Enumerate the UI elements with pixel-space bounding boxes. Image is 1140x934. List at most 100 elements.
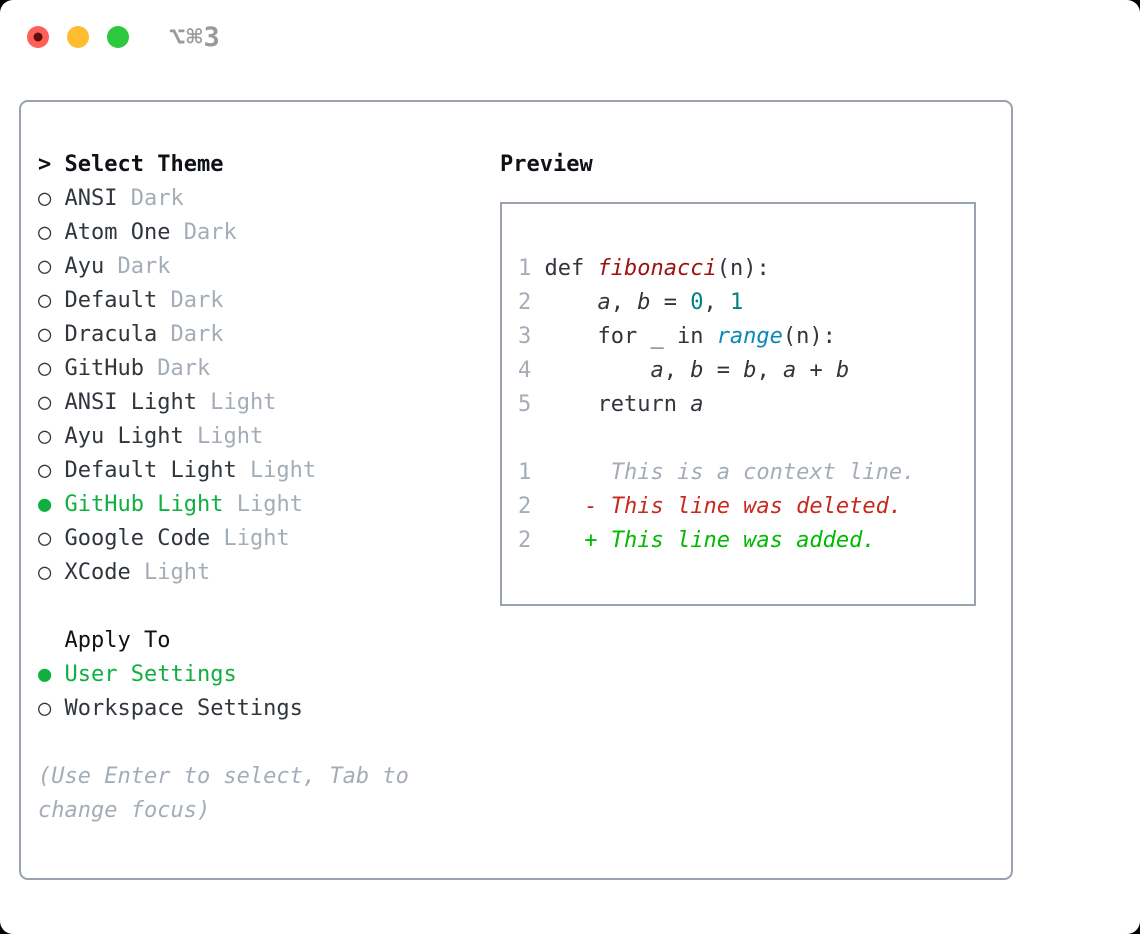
theme-option-label: Default	[64, 288, 158, 313]
code-line: 2 a, b = 0, 1	[518, 286, 956, 320]
theme-option[interactable]: ○ ANSI Dark	[38, 182, 500, 216]
theme-option-label: Dracula	[64, 322, 158, 347]
radio-icon: ○	[38, 356, 52, 381]
unsaved-changes-dot-icon	[33, 32, 43, 42]
help-text-line: change focus)	[38, 798, 211, 823]
help-text-line: (Use Enter to select, Tab to	[38, 764, 409, 789]
diff-text: This is a context line.	[610, 460, 916, 485]
code-line: 5 return a	[518, 388, 956, 422]
code-token: def	[544, 256, 598, 281]
apply-option[interactable]: ○ Workspace Settings	[38, 692, 500, 726]
theme-option[interactable]: ○ Ayu Dark	[38, 250, 500, 284]
prompt-chevron-icon: >	[38, 152, 52, 177]
apply-option[interactable]: ● User Settings	[38, 658, 500, 692]
theme-option-label: Ayu Light	[64, 424, 184, 449]
code-token: b	[637, 290, 651, 315]
zoom-button[interactable]	[107, 26, 129, 48]
theme-option[interactable]: ● GitHub Light Light	[38, 488, 500, 522]
theme-option[interactable]: ○ Dracula Dark	[38, 318, 500, 352]
spacer	[38, 590, 500, 624]
radio-icon: ○	[38, 526, 52, 551]
code-token: =	[703, 358, 744, 383]
theme-option[interactable]: ○ Default Dark	[38, 284, 500, 318]
apply-option-label: Workspace Settings	[64, 696, 303, 721]
theme-option[interactable]: ○ Google Code Light	[38, 522, 500, 556]
code-token: for _ in	[544, 324, 717, 349]
diff-marker: -	[584, 494, 598, 519]
line-number: 2	[518, 494, 532, 519]
theme-variant-tag: Dark	[170, 322, 224, 347]
theme-variant-tag: Dark	[183, 220, 237, 245]
diff-block: 1 This is a context line. 2 - This line w…	[518, 456, 956, 558]
code-token: ,	[610, 290, 638, 315]
apply-to-list: ● User Settings○ Workspace Settings	[38, 658, 500, 726]
theme-option-label: GitHub Light	[64, 492, 224, 517]
theme-option[interactable]: ○ GitHub Dark	[38, 352, 500, 386]
diff-line: 2 - This line was deleted.	[518, 490, 956, 524]
line-number: 2	[518, 528, 532, 553]
theme-variant-tag: Light	[236, 492, 303, 517]
code-token: b	[743, 358, 757, 383]
code-token: ,	[756, 358, 783, 383]
code-token: fibonacci	[597, 256, 717, 281]
app-frame: > Select Theme ○ ANSI Dark○ Atom One Dar…	[19, 100, 1013, 880]
code-token: 1	[729, 290, 744, 315]
theme-variant-tag: Light	[196, 424, 264, 449]
preview-heading-row: Preview	[500, 148, 1011, 182]
code-token: +	[796, 358, 836, 383]
theme-option-label: ANSI	[64, 186, 118, 211]
theme-option-label: Google Code	[64, 526, 211, 551]
help-text: (Use Enter to select, Tab to change focus…	[38, 760, 500, 828]
theme-option[interactable]: ○ Ayu Light Light	[38, 420, 500, 454]
theme-variant-tag: Dark	[130, 186, 184, 211]
theme-option[interactable]: ○ Default Light Light	[38, 454, 500, 488]
apply-to-heading-row: Apply To	[38, 624, 500, 658]
titlebar: ⌥⌘3	[0, 0, 1140, 53]
code-token: a	[597, 290, 611, 315]
select-theme-heading: Select Theme	[64, 152, 224, 177]
theme-option[interactable]: ○ ANSI Light Light	[38, 386, 500, 420]
line-number: 1	[518, 460, 532, 485]
theme-option[interactable]: ○ Atom One Dark	[38, 216, 500, 250]
radio-icon: ○	[38, 458, 52, 483]
theme-option-label: GitHub	[64, 356, 144, 381]
line-number: 5	[518, 392, 532, 417]
code-line: 3 for _ in range(n):	[518, 320, 956, 354]
code-token: a	[650, 358, 664, 383]
theme-variant-tag: Light	[223, 526, 290, 551]
radio-icon: ○	[38, 390, 52, 415]
radio-selected-icon: ●	[38, 492, 52, 517]
code-token: 0	[690, 290, 704, 315]
theme-option-label: Atom One	[64, 220, 171, 245]
theme-option-label: XCode	[64, 560, 131, 585]
line-number: 3	[518, 324, 532, 349]
code-token: a	[782, 358, 797, 383]
code-token: (n):	[716, 256, 770, 281]
preview-heading: Preview	[500, 152, 593, 177]
apply-option-label: User Settings	[64, 662, 237, 687]
theme-variant-tag: Dark	[157, 356, 211, 381]
preview-panel: Preview 1 def fibonacci(n):2 a, b = 0, 1…	[500, 148, 1011, 878]
line-number: 1	[518, 256, 532, 281]
code-token: (n):	[782, 324, 836, 349]
theme-option-label: Ayu	[64, 254, 105, 279]
theme-option[interactable]: ○ XCode Light	[38, 556, 500, 590]
code-token: =	[650, 290, 691, 315]
apply-to-heading: Apply To	[64, 628, 171, 653]
code-token: range	[716, 324, 783, 349]
code-token: return	[544, 392, 691, 417]
code-token	[545, 290, 598, 315]
radio-icon: ○	[38, 560, 52, 585]
radio-icon: ○	[38, 186, 52, 211]
radio-selected-icon: ●	[38, 662, 52, 687]
minimize-button[interactable]	[67, 26, 89, 48]
spacer	[38, 726, 500, 760]
close-button[interactable]	[27, 26, 49, 48]
theme-variant-tag: Dark	[117, 254, 171, 279]
code-token	[545, 358, 651, 383]
theme-list: ○ ANSI Dark○ Atom One Dark○ Ayu Dark○ De…	[38, 182, 500, 590]
code-token: a	[690, 392, 704, 417]
theme-option-label: Default Light	[64, 458, 237, 483]
